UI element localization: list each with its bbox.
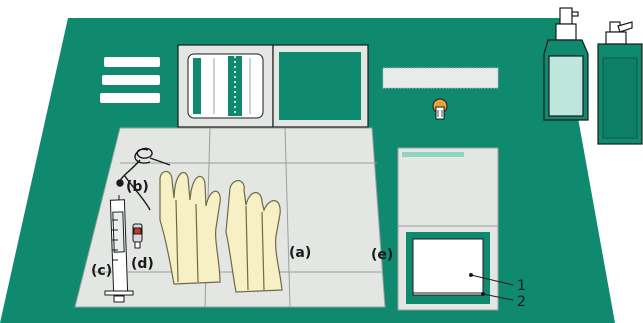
adhesive-strip	[383, 68, 498, 88]
label-c: (c)	[91, 263, 112, 279]
callout-2: 2	[517, 294, 526, 310]
label-e: (e)	[371, 247, 393, 263]
label-a: (a)	[289, 245, 311, 261]
gauze-tray	[178, 45, 273, 127]
label-b: (b)	[126, 179, 149, 195]
callout-1: 1	[517, 278, 526, 294]
label-d: (d)	[131, 256, 154, 272]
sterile-pad-pack	[398, 148, 513, 310]
pump-bottle-icon	[598, 22, 642, 144]
drape-stripes-icon	[100, 57, 160, 103]
dressing-pack	[273, 45, 368, 127]
